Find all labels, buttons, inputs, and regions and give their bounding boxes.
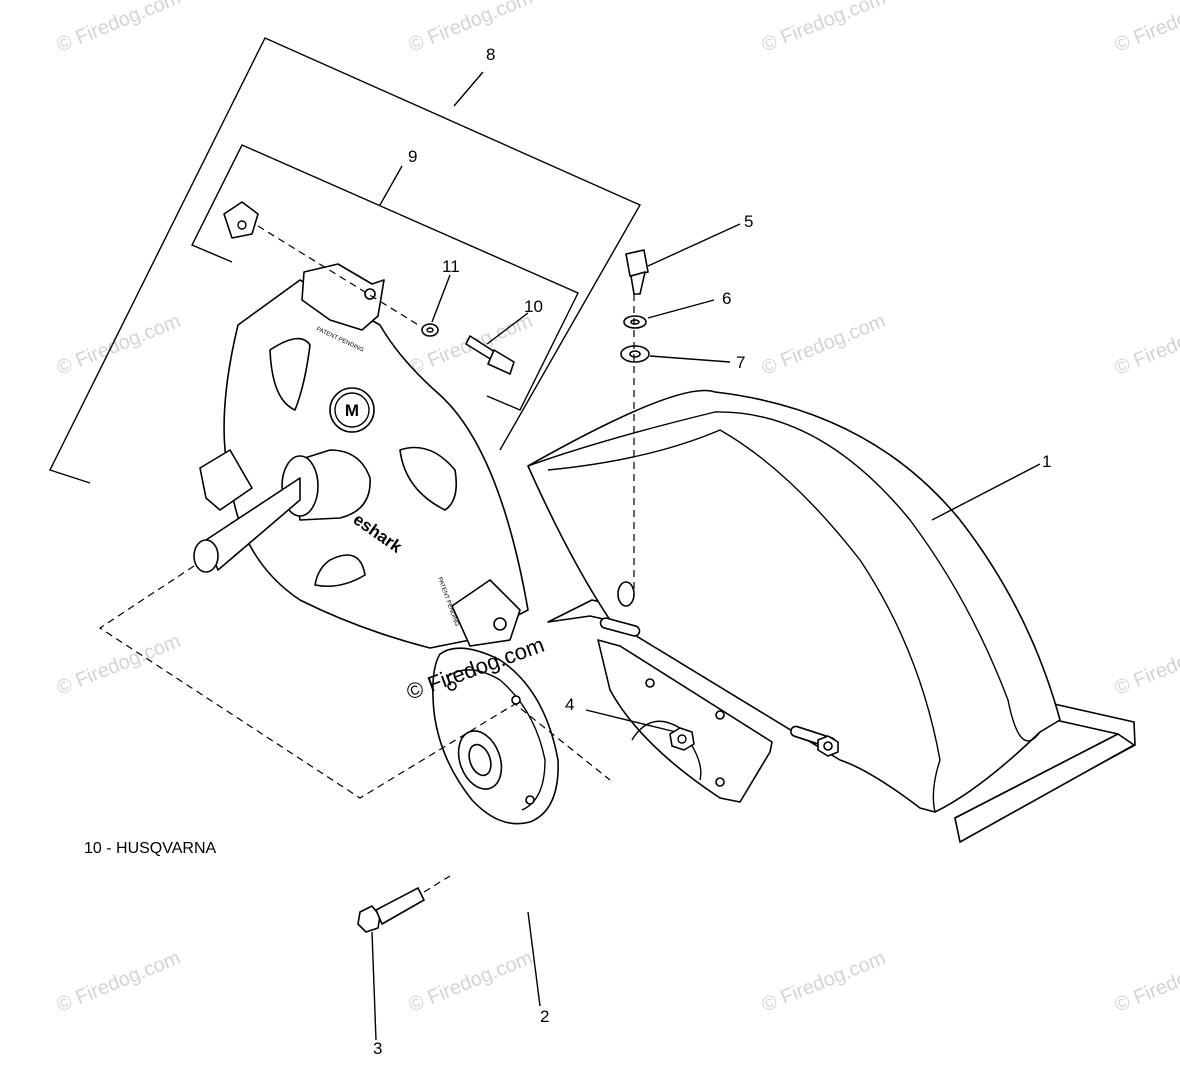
kit-outline-9 (191, 144, 579, 411)
flat-washer-7 (620, 345, 650, 363)
callout-7: 7 (736, 353, 745, 372)
brand-logo-m: M (345, 401, 359, 420)
leader-lines (371, 71, 1041, 1041)
callout-5: 5 (744, 212, 753, 231)
lock-washer-6 (623, 315, 647, 329)
watermark-text: © Firedog.com (406, 947, 536, 1017)
callout-3: 3 (373, 1039, 382, 1058)
washer-11 (421, 323, 439, 337)
callout-4: 4 (565, 695, 574, 714)
callout-9: 9 (408, 147, 417, 166)
clamp-block-9 (223, 201, 259, 239)
watermark-text: © Firedog.com (759, 0, 889, 57)
watermark-text: © Firedog.com (54, 947, 184, 1017)
callout-6: 6 (722, 289, 731, 308)
arm-assembly: M eshark PATENT PENDING PATENT PENDING (193, 263, 529, 649)
bolt-5 (625, 249, 649, 295)
watermark-text: © Firedog.com (1112, 947, 1180, 1017)
bolt-10 (465, 335, 515, 375)
callout-2: 2 (540, 1007, 549, 1026)
assembly-line (423, 875, 451, 893)
watermark-text: © Firedog.com (759, 947, 889, 1017)
nut-4 (669, 727, 695, 751)
kit-outline-8 (49, 37, 641, 484)
bolt-3 (357, 887, 425, 933)
assembly-line (257, 225, 421, 327)
watermark-text: © Firedog.com (1112, 310, 1180, 380)
watermark-text: © Firedog.com (54, 310, 184, 380)
callout-8: 8 (486, 45, 495, 64)
callout-1: 1 (1042, 452, 1051, 471)
watermark-text: © Firedog.com (1112, 630, 1180, 700)
watermark-text: © Firedog.com (406, 0, 536, 57)
blade-guard (527, 389, 1136, 843)
watermark-text: © Firedog.com (759, 310, 889, 380)
watermark-text: © Firedog.com (54, 0, 184, 57)
flange-2 (432, 647, 559, 825)
alignment-lines (98, 565, 611, 799)
callout-labels: 1 2 3 4 5 6 7 8 9 10 11 (373, 45, 1051, 1058)
watermark-text: © Firedog.com (1112, 0, 1180, 57)
footnote: 10 - HUSQVARNA (84, 840, 217, 857)
callout-11: 11 (442, 257, 460, 276)
callout-10: 10 (524, 297, 543, 316)
